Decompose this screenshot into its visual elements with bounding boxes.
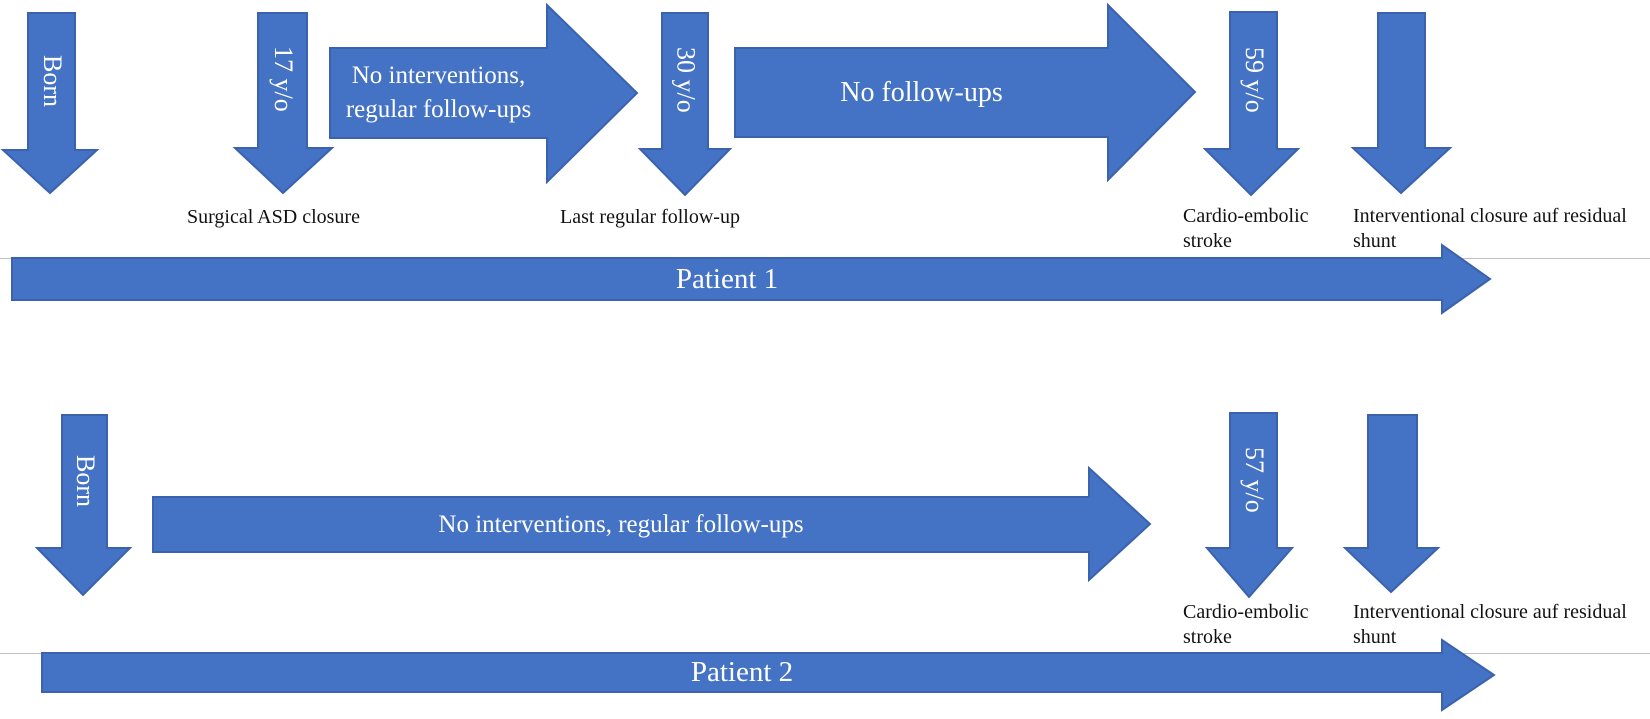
age17-down-arrow-patient1: [232, 12, 335, 195]
patient1-timeline-label: Patient 1: [675, 262, 779, 295]
stroke-event-label-patient2: Cardio-embolic stroke: [1183, 601, 1309, 648]
closure-event-label-patient2: Interventional closure auf residual shun…: [1353, 601, 1627, 648]
age30-down-arrow-patient1: [637, 12, 733, 197]
interval2-right-arrow-patient1: [734, 2, 1197, 183]
born-down-arrow-patient2: [34, 414, 133, 597]
interval1-right-arrow-patient1: [329, 2, 639, 185]
age30-label-patient1: 30 y/o: [671, 47, 701, 113]
age59-down-arrow-patient1: [1202, 11, 1301, 197]
patient2-timeline-label: Patient 2: [690, 656, 794, 689]
interval-right-arrow-patient2: [152, 465, 1152, 583]
interval1-label-patient1: No interventions, regular follow-ups: [345, 62, 532, 123]
interval2-label-patient1: No follow-ups: [840, 77, 1003, 108]
born-label-patient2: Born: [70, 455, 100, 507]
age57-down-arrow-patient2: [1204, 412, 1295, 599]
patient2-timeline-arrow: [41, 638, 1496, 712]
born-label-patient1: Born: [37, 54, 67, 107]
closure-down-arrow-patient2: [1342, 414, 1441, 594]
stroke-event-label-patient1: Cardio-embolic stroke: [1183, 205, 1309, 252]
born-down-arrow-patient1: [0, 12, 100, 195]
closure-event-label-patient1: Interventional closure auf residual shun…: [1353, 205, 1627, 252]
age17-label-patient1: 17 y/o: [268, 46, 298, 112]
patient1-timeline-arrow: [11, 243, 1492, 315]
age59-label-patient1: 59 y/o: [1239, 47, 1269, 113]
interval-label-patient2: No interventions, regular follow-ups: [438, 510, 804, 538]
last-followup-event-label-patient1: Last regular follow-up: [560, 206, 740, 228]
closure-down-arrow-patient1: [1350, 12, 1453, 195]
surgery-event-label-patient1: Surgical ASD closure: [187, 206, 360, 228]
age57-label-patient2: 57 y/o: [1239, 447, 1269, 513]
